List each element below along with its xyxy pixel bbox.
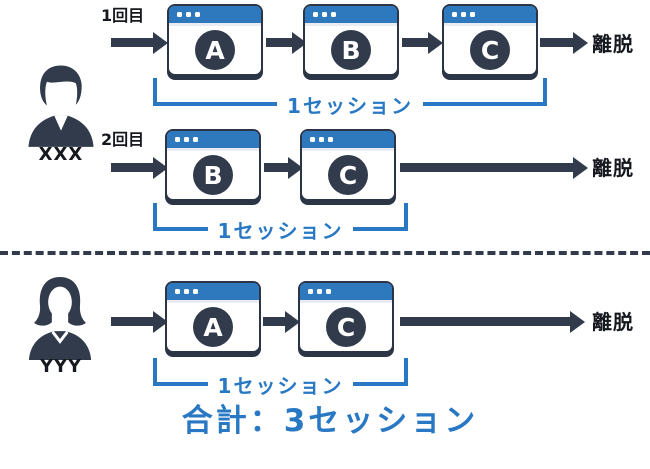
window-dot-icon (186, 12, 191, 17)
window-body: C (444, 26, 536, 74)
total-sessions-label: 合計：3セッション (181, 403, 479, 439)
window-dot-icon (184, 289, 189, 294)
window-dot-icon (175, 137, 180, 142)
window-body: C (302, 151, 394, 199)
browser-window-a3: A (165, 281, 261, 353)
exit-label: 離脱 (592, 156, 634, 180)
page-badge: C (470, 30, 510, 70)
browser-window-c2: C (300, 129, 396, 201)
window-dot-icon (461, 12, 466, 17)
page-badge: B (193, 155, 233, 195)
browser-window-c3: C (298, 281, 394, 353)
window-dot-icon (331, 12, 336, 17)
window-dot-icon (328, 137, 333, 142)
bracket-line (353, 203, 409, 231)
user-name-yyy: YYY (39, 356, 83, 377)
arrow-icon (264, 163, 288, 172)
window-body: C (300, 303, 392, 351)
arrow-icon (266, 38, 292, 47)
window-dot-icon (308, 289, 313, 294)
window-dot-icon (319, 137, 324, 142)
window-titlebar (305, 6, 397, 26)
window-dot-icon (195, 12, 200, 17)
arrow-icon (111, 317, 153, 326)
page-badge: A (193, 307, 233, 347)
bracket-line (153, 358, 208, 386)
window-dot-icon (177, 12, 182, 17)
arrow-icon (400, 317, 570, 326)
arrow-icon (400, 163, 573, 172)
male-user-icon (28, 65, 94, 147)
page-badge: C (328, 155, 368, 195)
window-dot-icon (175, 289, 180, 294)
window-dot-icon (184, 137, 189, 142)
arrow-icon (111, 163, 153, 172)
visit-2-label: 2回目 (101, 130, 145, 149)
window-titlebar (444, 6, 536, 26)
window-dot-icon (193, 289, 198, 294)
window-body: A (167, 303, 259, 351)
browser-window-c1: C (442, 4, 538, 76)
window-dot-icon (452, 12, 457, 17)
window-titlebar (169, 6, 261, 26)
window-titlebar (167, 283, 259, 303)
arrow-icon (263, 317, 285, 326)
window-dot-icon (313, 12, 318, 17)
window-body: B (305, 26, 397, 74)
window-body: B (167, 151, 259, 199)
exit-label: 離脱 (592, 32, 634, 56)
divider (0, 251, 650, 255)
user-name-xxx: XXX (38, 144, 84, 165)
bracket-line (153, 78, 278, 106)
page-badge: B (331, 30, 371, 70)
session-bracket: 1セッション (153, 78, 548, 116)
page-badge: A (195, 30, 235, 70)
female-user-icon (28, 276, 92, 360)
window-titlebar (167, 131, 259, 151)
arrow-icon (402, 38, 428, 47)
session-bracket: 1セッション (153, 358, 409, 396)
window-titlebar (302, 131, 394, 151)
window-dot-icon (326, 289, 331, 294)
window-dot-icon (317, 289, 322, 294)
window-body: A (169, 26, 261, 74)
bracket-line (422, 78, 548, 106)
window-dot-icon (470, 12, 475, 17)
window-dot-icon (322, 12, 327, 17)
session-bracket: 1セッション (153, 203, 409, 241)
window-dot-icon (310, 137, 315, 142)
browser-window-a1: A (167, 4, 263, 76)
session-label: 1セッション (217, 374, 344, 398)
session-label: 1セッション (287, 94, 413, 118)
arrow-icon (540, 38, 573, 47)
browser-window-b1: B (303, 4, 399, 76)
exit-label: 離脱 (592, 310, 634, 334)
session-label: 1セッション (217, 219, 344, 243)
arrow-icon (111, 38, 153, 47)
bracket-line (353, 358, 409, 386)
window-dot-icon (193, 137, 198, 142)
browser-window-b2: B (165, 129, 261, 201)
window-titlebar (300, 283, 392, 303)
bracket-line (153, 203, 208, 231)
visit-1-label: 1回目 (101, 6, 145, 25)
page-badge: C (326, 307, 366, 347)
